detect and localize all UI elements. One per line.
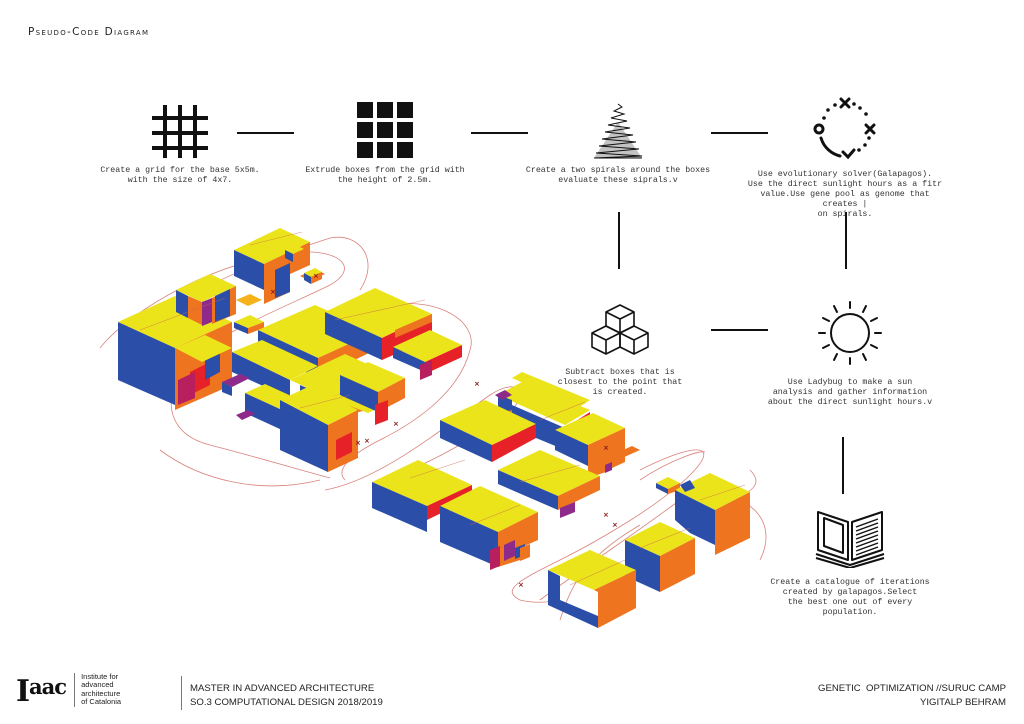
connector-spirals-solver — [711, 132, 768, 134]
nine-squares-icon — [357, 102, 413, 158]
connector-solver-ladybug — [845, 212, 847, 269]
svg-text:×: × — [355, 439, 361, 447]
point-markers: × × × × × × × × × × — [270, 272, 618, 589]
step-caption: Create a two spirals around the boxes ev… — [525, 166, 711, 185]
step-ladybug: Use Ladybug to make a sun analysis and g… — [750, 300, 950, 408]
course-line-1: MASTER IN ADVANCED ARCHITECTURE — [190, 683, 375, 694]
course-info: MASTER IN ADVANCED ARCHITECTURE SO.3 COM… — [190, 682, 383, 710]
step-extrude: Extrude boxes from the grid with the hei… — [300, 100, 470, 186]
step-caption: Subtract boxes that is closest to the po… — [557, 368, 683, 397]
svg-text:×: × — [518, 581, 524, 589]
course-line-2: SO.3 COMPUTATIONAL DESIGN 2018/2019 — [190, 697, 383, 708]
project-title: GENETIC OPTIMIZATION //SURUC CAMP — [818, 683, 1006, 694]
svg-text:×: × — [393, 420, 399, 428]
svg-text:×: × — [603, 444, 609, 452]
step-spirals: Create a two spirals around the boxes ev… — [518, 102, 718, 186]
connector-grid-extrude — [237, 132, 294, 134]
step-caption: Create a grid for the base 5x5m. with th… — [100, 166, 260, 185]
footer-divider — [181, 676, 182, 710]
step-solver: Use evolutionary solver(Galapagos). Use … — [745, 94, 945, 220]
svg-text:×: × — [612, 521, 618, 529]
building-cluster-right — [548, 473, 750, 628]
svg-text:×: × — [364, 437, 370, 445]
author-name: YIGITALP BEHRAM — [919, 697, 1006, 708]
connector-ladybug-catalogue — [842, 437, 844, 494]
connector-spirals-subtract — [618, 212, 620, 269]
building-cluster-middle — [372, 372, 640, 570]
logo-mark: Iaac — [16, 674, 67, 709]
page-title: Pseudo-Code Diagram — [28, 26, 150, 38]
svg-text:×: × — [313, 272, 319, 280]
stacked-cubes-icon — [591, 304, 649, 355]
step-catalogue: Create a catalogue of iterations created… — [750, 508, 950, 618]
building-cluster-left — [118, 228, 462, 472]
connector-subtract-ladybug — [711, 329, 768, 331]
step-caption: Use Ladybug to make a sun analysis and g… — [767, 378, 933, 407]
step-caption: Create a catalogue of iterations created… — [770, 578, 930, 617]
project-info: GENETIC OPTIMIZATION //SURUC CAMP YIGITA… — [818, 682, 1006, 710]
step-caption: Use evolutionary solver(Galapagos). Use … — [747, 170, 943, 219]
institute-name: Institute for advanced architecture of C… — [81, 671, 122, 706]
step-caption: Extrude boxes from the grid with the hei… — [305, 166, 465, 185]
spiral-cone-icon — [593, 103, 643, 159]
connector-extrude-spirals — [471, 132, 528, 134]
grid-hash-icon — [152, 105, 208, 158]
step-subtract: Subtract boxes that is closest to the po… — [540, 302, 700, 398]
open-book-icon — [815, 511, 885, 568]
svg-text:×: × — [603, 511, 609, 519]
logo-divider — [74, 672, 76, 707]
svg-text:×: × — [474, 380, 480, 388]
step-grid: Create a grid for the base 5x5m. with th… — [95, 100, 265, 186]
sun-icon — [818, 301, 882, 365]
iaac-logo: Iaac Institute for advanced architecture… — [16, 672, 121, 707]
svg-text:×: × — [270, 288, 276, 296]
evolution-cycle-icon — [813, 97, 876, 160]
